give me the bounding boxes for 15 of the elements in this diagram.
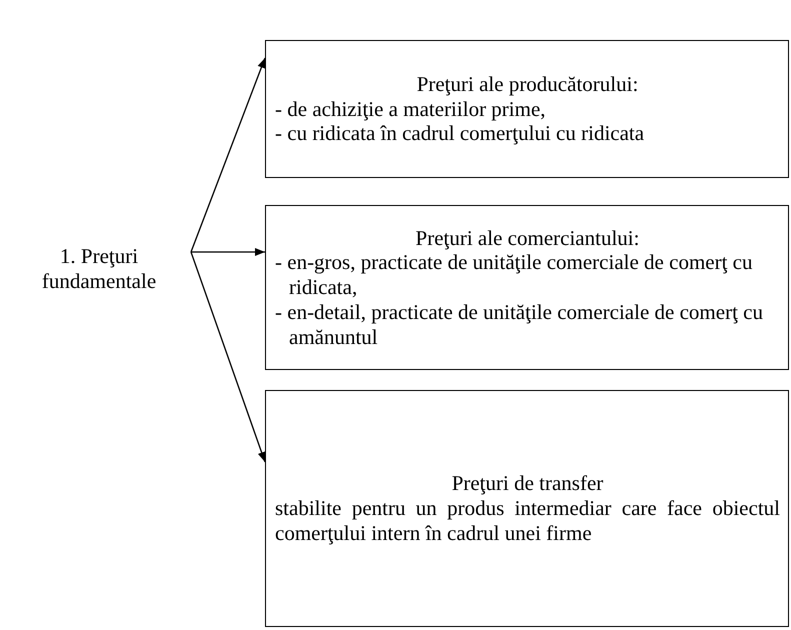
list-item: - en-gros, practicate de unităţile comerciale de comerţ cu ridicata, bbox=[275, 250, 754, 300]
list-item: - en-detail, practicate de unităţile comerciale de comerţ cu amănuntul bbox=[275, 300, 764, 350]
arrow bbox=[190, 58, 266, 252]
text-box bbox=[265, 205, 789, 370]
description-text: stabilite pentru un produs intermediar care face obiectul comerţului intern în cadrul unei firme bbox=[275, 496, 780, 546]
arrow bbox=[191, 248, 265, 256]
box-heading: Preţuri ale producătorului: bbox=[416, 72, 640, 97]
text-box bbox=[265, 390, 789, 627]
list-item: - de achiziţie a materiilor prime, bbox=[275, 96, 547, 122]
list-item: - cu ridicata în cadrul comerţului cu ridicata bbox=[275, 121, 646, 146]
text-box bbox=[265, 40, 789, 178]
box-heading: Preţuri ale comerciantului: bbox=[414, 226, 640, 250]
category-label: 1. Preţuri fundamentale bbox=[8, 236, 190, 302]
box-heading: Preţuri de transfer bbox=[450, 471, 604, 496]
arrow bbox=[190, 252, 266, 462]
